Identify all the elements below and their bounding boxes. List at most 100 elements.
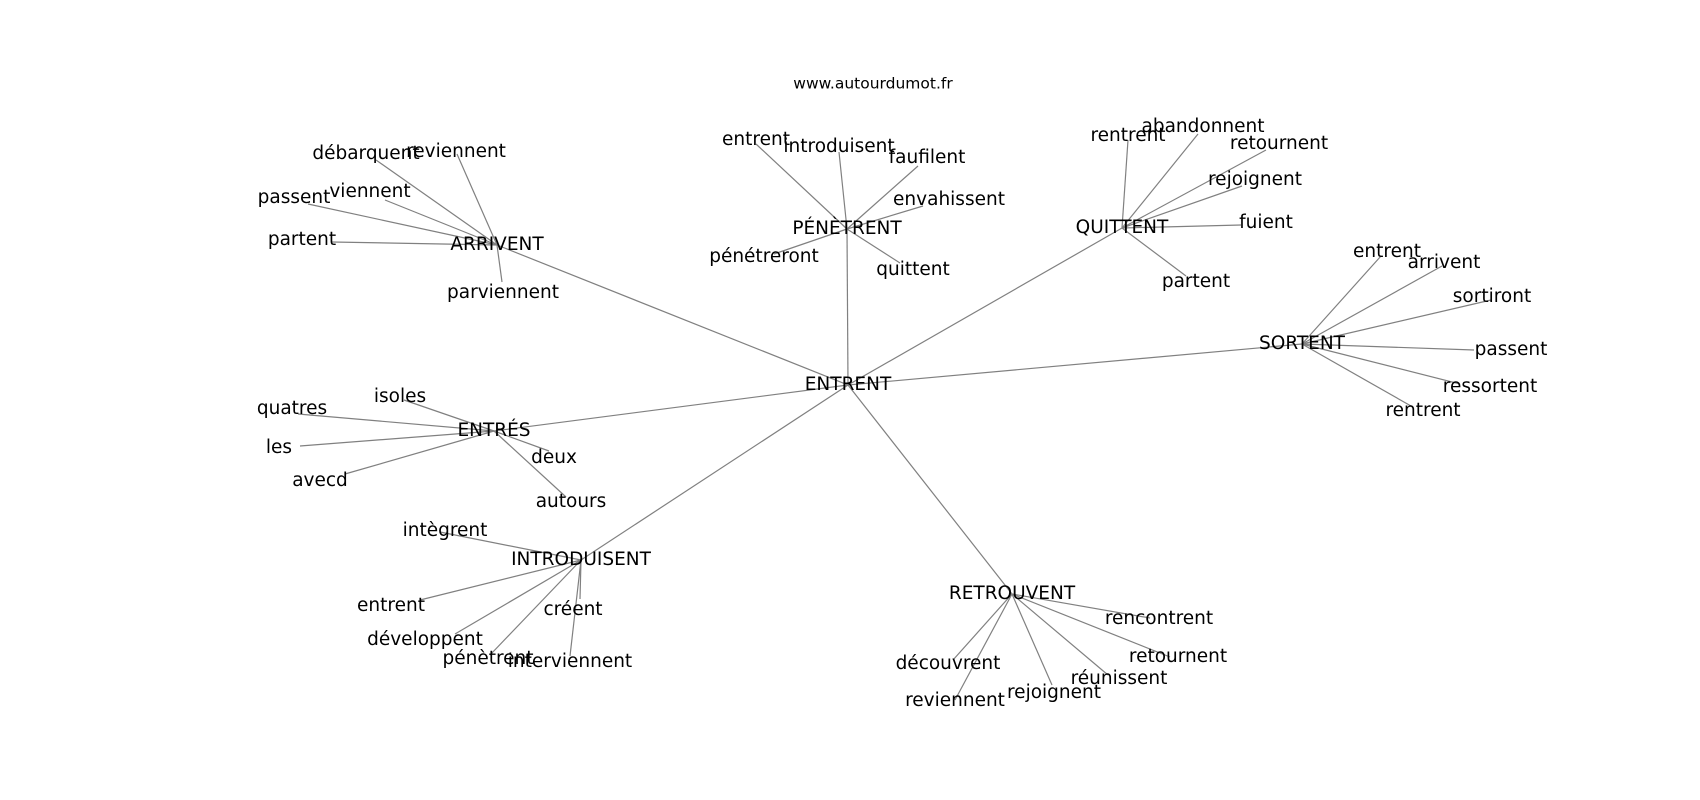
leaf-node-label: les bbox=[266, 437, 292, 458]
edge-hub-to-leaf bbox=[297, 413, 495, 432]
edge-hub-to-leaf bbox=[496, 244, 503, 283]
leaf-node-label: deux bbox=[531, 447, 577, 468]
leaf-node-label: rejoignent bbox=[1208, 169, 1302, 190]
hub-node-label: PÉNÈTRENT bbox=[792, 217, 902, 239]
edge-hub-to-leaf bbox=[1121, 139, 1129, 229]
leaf-node-label: développent bbox=[367, 629, 483, 650]
edge-hub-to-leaf bbox=[954, 593, 1013, 701]
leaf-node-label: passent bbox=[258, 187, 331, 208]
edge-center-to-hub bbox=[580, 384, 849, 561]
edge-hub-to-leaf bbox=[579, 559, 582, 600]
edge-hub-to-leaf bbox=[439, 531, 582, 561]
site-url: www.autourdumot.fr bbox=[793, 75, 953, 93]
edge-hub-to-leaf bbox=[419, 559, 582, 601]
hub-node-label: QUITTENT bbox=[1076, 217, 1169, 238]
edge-center-to-hub bbox=[846, 228, 849, 386]
leaf-node-label: arrivent bbox=[1408, 252, 1481, 273]
leaf-node-label: retournent bbox=[1129, 646, 1227, 667]
edge-hub-to-leaf bbox=[952, 593, 1013, 661]
edge-hub-to-leaf bbox=[1301, 255, 1382, 345]
leaf-node-label: faufilent bbox=[889, 147, 966, 168]
leaf-node-label: parviennent bbox=[447, 282, 559, 303]
edge-hub-to-leaf bbox=[307, 203, 498, 246]
edge-hub-to-leaf bbox=[384, 199, 498, 246]
leaf-node-label: créent bbox=[543, 599, 602, 620]
edge-hub-to-leaf bbox=[755, 143, 848, 230]
edge-hub-to-leaf bbox=[1011, 593, 1151, 619]
edge-center-to-hub bbox=[496, 244, 849, 386]
leaf-node-label: quatres bbox=[257, 398, 327, 419]
leaf-node-label: passent bbox=[1475, 339, 1548, 360]
edge-center-to-hub bbox=[847, 227, 1123, 386]
leaf-node-label: reviennent bbox=[905, 690, 1005, 711]
leaf-node-label: réunissent bbox=[1071, 668, 1168, 689]
edge-hub-to-leaf bbox=[493, 430, 567, 498]
leaf-node-label: retournent bbox=[1230, 133, 1328, 154]
leaf-node-label: rentrent bbox=[1385, 400, 1460, 421]
edge-hub-to-leaf bbox=[299, 430, 495, 447]
leaf-node-label: partent bbox=[1162, 271, 1230, 292]
edge-hub-to-leaf bbox=[1301, 343, 1461, 385]
hub-node-label: ENTRÉS bbox=[457, 419, 530, 441]
edge-hub-to-leaf bbox=[773, 228, 848, 255]
edge-hub-to-leaf bbox=[838, 151, 848, 230]
edge-hub-to-leaf bbox=[1011, 593, 1171, 658]
leaf-node-label: pénétreront bbox=[709, 246, 819, 267]
leaf-node-label: envahissent bbox=[893, 189, 1005, 210]
labels: www.autourdumot.fr ENTRENT ARRIVENT débarq… bbox=[257, 75, 1548, 712]
edge-hub-to-leaf bbox=[1011, 593, 1053, 686]
edge-hub-to-leaf bbox=[493, 430, 550, 452]
edges bbox=[297, 133, 1492, 701]
leaf-node-label: fuient bbox=[1239, 212, 1293, 233]
leaf-node-label: partent bbox=[268, 229, 336, 250]
leaf-node-label: rentrent bbox=[1090, 125, 1165, 146]
edge-hub-to-leaf bbox=[569, 559, 582, 657]
leaf-node-label: isoles bbox=[374, 386, 426, 407]
edge-hub-to-leaf bbox=[1121, 185, 1243, 229]
leaf-node-label: reviennent bbox=[406, 141, 506, 162]
edge-hub-to-leaf bbox=[403, 399, 495, 432]
edge-hub-to-leaf bbox=[1011, 593, 1109, 676]
edge-hub-to-leaf bbox=[456, 153, 498, 246]
leaf-node-label: quittent bbox=[876, 259, 949, 280]
edge-hub-to-leaf bbox=[846, 205, 924, 230]
edge-hub-to-leaf bbox=[1121, 227, 1187, 277]
edge-hub-to-leaf bbox=[375, 159, 498, 246]
edge-center-to-hub bbox=[847, 343, 1303, 386]
leaf-node-label: ressortent bbox=[1443, 376, 1537, 397]
leaf-node-label: interviennent bbox=[508, 651, 632, 672]
edge-hub-to-leaf bbox=[1121, 133, 1199, 229]
hub-node-label: ARRIVENT bbox=[450, 234, 544, 255]
leaf-node-label: rencontrent bbox=[1105, 608, 1213, 629]
leaf-node-label: pénètrent bbox=[442, 648, 533, 669]
edge-center-to-hub bbox=[493, 384, 849, 432]
hub-node-label: SORTENT bbox=[1259, 333, 1346, 354]
leaf-node-label: entrent bbox=[1353, 241, 1421, 262]
leaf-node-label: entrent bbox=[722, 129, 790, 150]
edge-hub-to-leaf bbox=[846, 165, 919, 230]
edge-hub-to-leaf bbox=[1301, 299, 1492, 345]
leaf-node-label: avecd bbox=[292, 470, 348, 491]
hub-node-label: RETROUVENT bbox=[949, 583, 1076, 604]
edge-hub-to-leaf bbox=[1121, 149, 1267, 229]
leaf-node-label: rejoignent bbox=[1007, 682, 1101, 703]
leaf-node-label: introduisent bbox=[783, 136, 894, 157]
leaf-node-label: abandonnent bbox=[1141, 116, 1264, 137]
edge-center-to-hub bbox=[847, 384, 1013, 595]
leaf-node-label: sortiront bbox=[1453, 286, 1531, 307]
leaf-node-label: découvrent bbox=[896, 653, 1001, 674]
leaf-node-label: autours bbox=[536, 491, 607, 512]
leaf-node-label: débarquent bbox=[312, 143, 419, 164]
edge-hub-to-leaf bbox=[454, 559, 582, 635]
center-node-label: ENTRENT bbox=[805, 374, 892, 395]
edge-hub-to-leaf bbox=[846, 228, 901, 264]
leaf-node-label: entrent bbox=[357, 595, 425, 616]
edge-hub-to-leaf bbox=[1121, 224, 1242, 229]
hub-node-label: INTRODUISENT bbox=[511, 549, 652, 570]
edge-hub-to-leaf bbox=[489, 559, 582, 656]
edge-hub-to-leaf bbox=[331, 241, 498, 246]
leaf-node-label: viennent bbox=[329, 181, 410, 202]
edge-hub-to-leaf bbox=[1301, 265, 1443, 345]
edge-hub-to-leaf bbox=[344, 430, 495, 475]
